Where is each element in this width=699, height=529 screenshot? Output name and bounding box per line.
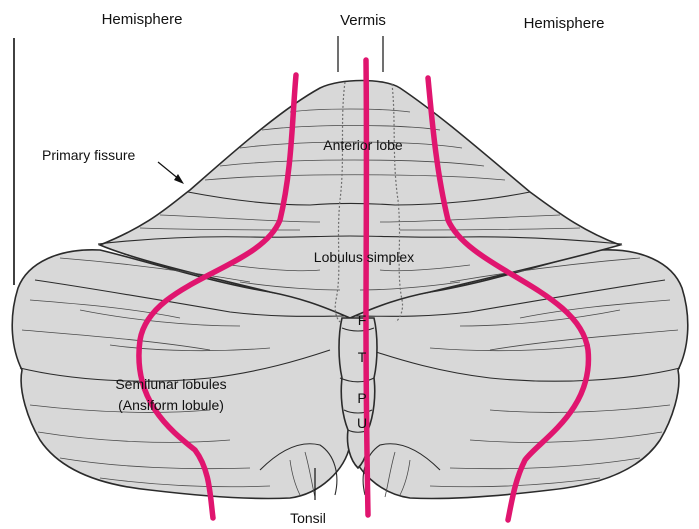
primary-fissure-arrowhead (174, 174, 184, 184)
semilunar-lobules-label: Semilunar lobules (115, 376, 226, 392)
tonsil-label: Tonsil (290, 510, 326, 526)
hemisphere-right-label: Hemisphere (524, 15, 605, 32)
hemisphere-left-label: Hemisphere (102, 11, 183, 28)
vermis-label: Vermis (340, 12, 386, 29)
vermis-f-label: F (358, 312, 367, 328)
ansiform-lobule-label: (Ansiform lobule) (118, 397, 224, 413)
vermis-p-label: P (357, 390, 366, 406)
lobulus-simplex-label: Lobulus simplex (314, 249, 414, 265)
center-boundary-line (366, 60, 368, 515)
anterior-lobe-label: Anterior lobe (323, 137, 403, 153)
vermis-t-label: T (358, 349, 367, 365)
vermis-u-label: U (357, 415, 367, 431)
primary-fissure-label: Primary fissure (42, 147, 136, 163)
